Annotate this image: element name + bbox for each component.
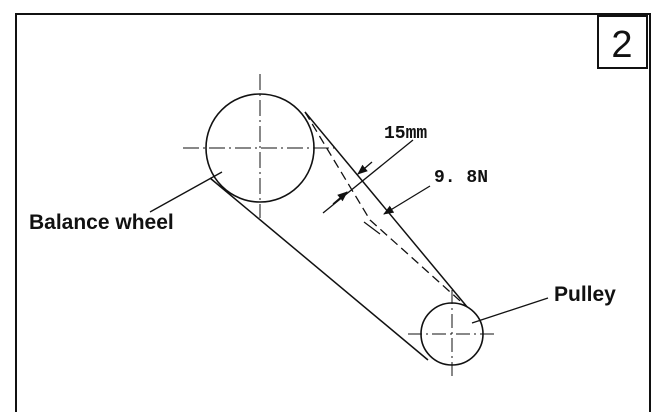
deflection-label: 15mm (384, 124, 427, 144)
deflection-dimension (322, 139, 414, 214)
step-number: 2 (611, 24, 632, 66)
force-arrow (383, 185, 431, 215)
pulley-label: Pulley (554, 283, 616, 306)
deflection-arrow-lower (332, 191, 348, 205)
balance-wheel-label: Balance wheel (29, 211, 174, 234)
balance-wheel-leader (149, 171, 223, 213)
force-label: 9. 8N (434, 168, 488, 188)
pulley (408, 290, 496, 378)
step-number-box: 2 (597, 15, 648, 69)
belt-lower-run (209, 177, 429, 361)
deflection-arrow-upper (357, 161, 373, 175)
figure-frame (15, 13, 651, 412)
force-contact-mark (363, 221, 381, 235)
force-indicator (363, 185, 431, 235)
balance-wheel (183, 74, 338, 218)
pulley-leader (471, 297, 549, 324)
